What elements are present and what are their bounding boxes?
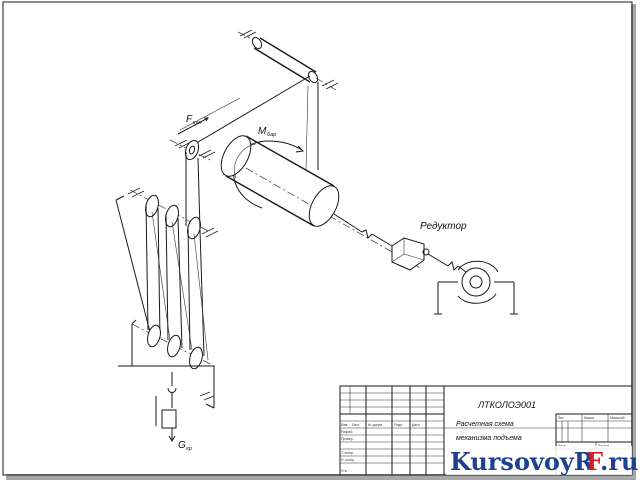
drum: [220, 135, 421, 269]
rope-force-label: F кан: [177, 114, 209, 135]
reducer: Редуктор: [391, 221, 467, 273]
moment-symbol: M: [258, 126, 267, 137]
brake-motor: [434, 260, 518, 315]
force-subscript: кан: [193, 120, 202, 126]
pulley-block: [115, 152, 219, 409]
watermark-logo: KursovoyR F .ru: [446, 446, 638, 476]
load: G гр: [155, 396, 192, 452]
watermark-part1: KursovoyR: [450, 447, 595, 476]
document-code: ЛТКОЛОЭ001: [477, 400, 536, 410]
col-header-date: Дата: [412, 423, 420, 427]
watermark-part3: .ru: [600, 447, 638, 476]
row-label-approve: Утв.: [341, 469, 348, 473]
col-header-list: Лист: [352, 423, 360, 427]
row-label-develop: Разраб.: [341, 430, 353, 434]
upper-rope-lines: [179, 75, 319, 171]
col-header-sign: Подп.: [394, 423, 403, 427]
force-symbol: F: [186, 114, 193, 125]
drawing-title-line1: Расчетная схема: [456, 421, 514, 428]
row-label-tcontrol: Т. контр.: [341, 451, 354, 455]
title-block: Изм. Лист № докум. Подп. Дата Разраб. Пр…: [339, 385, 633, 476]
sheet-frame: [2, 1, 636, 480]
reducer-label: Редуктор: [420, 221, 467, 232]
col-header-izm: Изм.: [341, 423, 348, 427]
drum-moment-label: M бар: [258, 126, 276, 138]
mass-header: Масса: [584, 416, 594, 420]
upper-idler-shaft: [237, 29, 339, 91]
load-subscript: гр: [186, 446, 192, 452]
row-label-ncontrol: Н. контр.: [341, 458, 355, 462]
watermark-part2: F: [586, 447, 603, 476]
lit-header: Лит.: [558, 416, 564, 420]
moment-subscript: бар: [267, 132, 276, 138]
row-label-check: Провер.: [341, 437, 354, 441]
load-symbol: G: [178, 440, 186, 451]
drawing-title-line2: механизма подъема: [456, 434, 522, 442]
col-header-docnum: № докум.: [368, 423, 383, 427]
scale-header: Масштаб: [610, 416, 625, 420]
deflecting-sheave: [169, 139, 216, 161]
